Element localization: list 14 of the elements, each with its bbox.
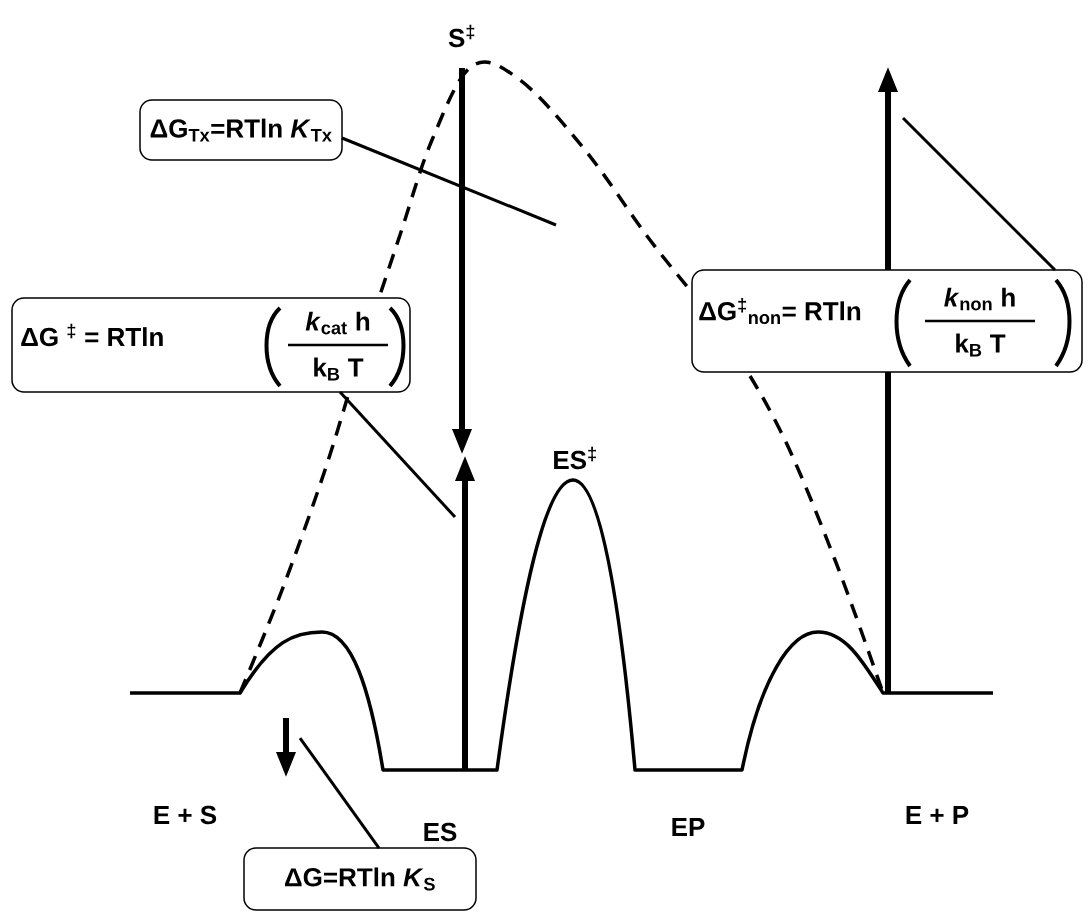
leader-line	[901, 116, 1057, 272]
leader-line	[298, 737, 381, 849]
formula-box: ΔG$^{‡}$$_{non}$= RTln k$_{non}$ h k$_{B}$ T	[691, 269, 1083, 373]
formula-box: ΔG=RTln K$_{S}$	[243, 847, 477, 911]
formula-box: ΔG $^{‡}$ = RTln k$_{cat}$ h k$_{B}$ T	[11, 297, 411, 393]
state-label: EP	[672, 818, 705, 836]
state-label: E + P	[906, 806, 969, 824]
state-label: S$^{‡}$	[448, 24, 475, 48]
state-label: ES	[424, 822, 457, 842]
leader-line	[338, 391, 457, 519]
state-label: E + S	[154, 805, 217, 825]
leader-line	[341, 136, 557, 227]
formula-box: ΔG$_{Tx}$=RTln K$_{Tx}$	[139, 99, 343, 161]
state-label: ES$^{‡}$	[554, 446, 596, 470]
